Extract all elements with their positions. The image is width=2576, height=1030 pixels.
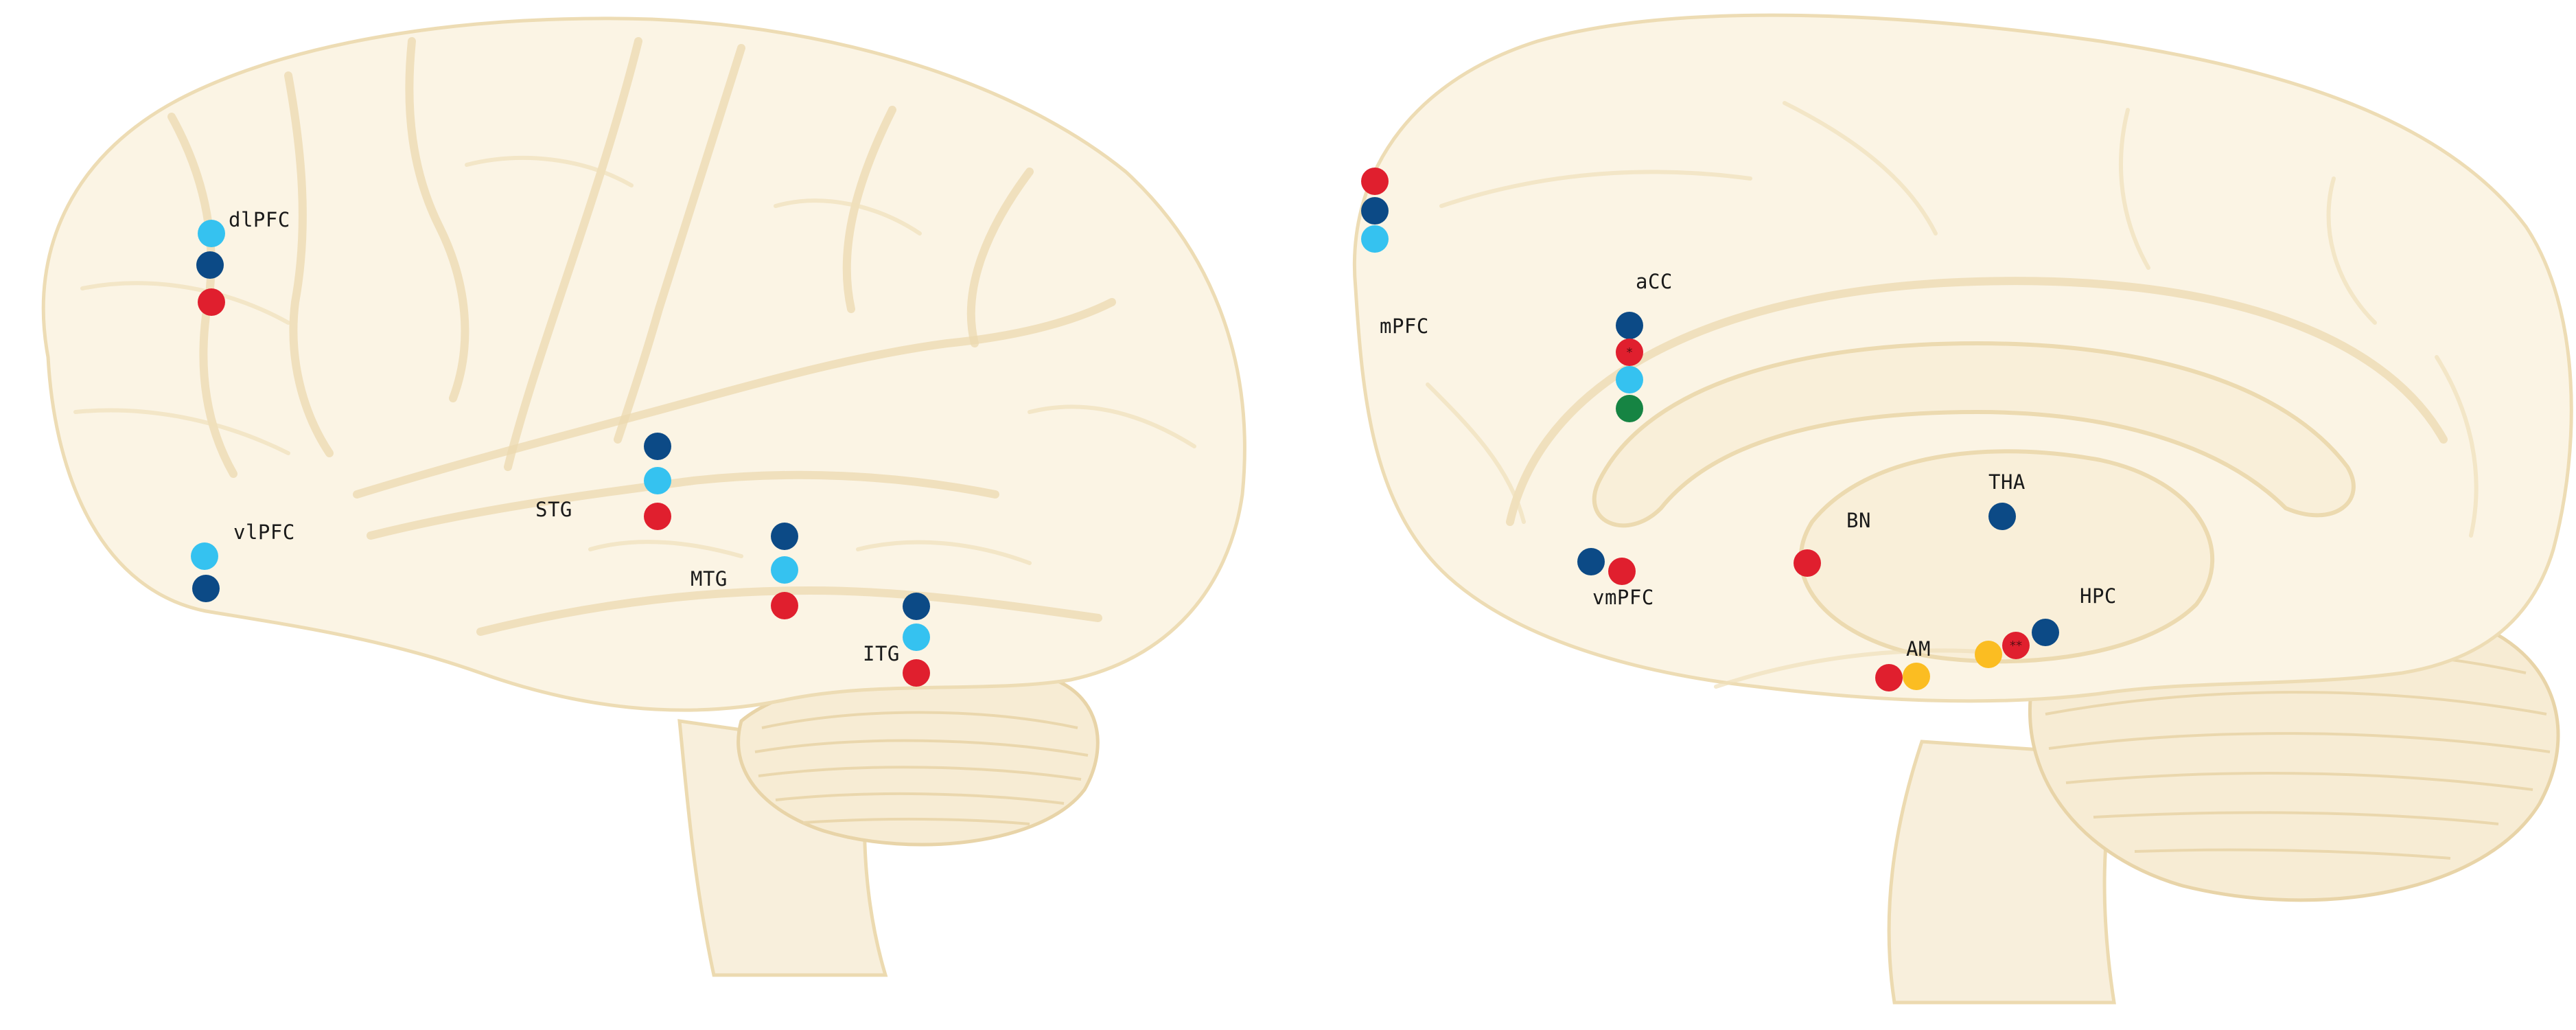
dot-bn-red [1794,549,1821,577]
region-label-mpfc: mPFC [1380,314,1429,338]
region-am: AM [1875,637,1931,691]
dot-hpc-yellow [1975,641,2002,668]
region-label-vmpfc: vmPFC [1592,586,1654,609]
dot-acc-green [1616,395,1643,422]
corpus-callosum [1592,341,2356,528]
dot-dlpfc-light-blue [198,220,225,247]
region-stg: STG [535,433,671,530]
dot-vmpfc-dark-blue [1577,548,1605,575]
region-hpc: HPC ** [1975,584,2117,668]
medial-gyri [1426,101,2479,538]
region-label-hpc: HPC [2080,584,2117,608]
lateral-brain-view [41,16,1246,977]
region-label-acc: aCC [1636,270,1673,293]
significance-marker: * [1627,345,1633,360]
lateral-cerebellum-folia [754,711,1089,825]
dot-dlpfc-dark-blue [196,251,224,279]
dot-stg-dark-blue [644,433,671,460]
dot-stg-light-blue [644,467,671,494]
region-label-dlpfc: dlPFC [229,208,290,231]
dot-itg-red [903,659,930,687]
region-label-mtg: MTG [691,567,728,591]
region-bn: BN [1794,509,1871,577]
medial-brain-view [1352,13,2573,1005]
region-vlpfc: vlPFC [191,520,295,602]
region-label-itg: ITG [863,642,900,665]
region-vmpfc: vmPFC [1577,548,1654,609]
region-tha: THA [1988,470,2026,530]
region-acc: aCC * [1616,270,1673,422]
region-label-stg: STG [535,498,572,521]
dot-tha-dark-blue [1988,503,2016,530]
dot-hpc-dark-blue [2032,619,2059,646]
dot-mtg-dark-blue [771,523,798,550]
dot-mpfc-light-blue [1361,225,1389,253]
dot-acc-dark-blue [1616,312,1643,339]
region-label-bn: BN [1846,509,1871,532]
region-label-am: AM [1906,637,1931,661]
region-label-vlpfc: vlPFC [233,520,295,544]
dot-vlpfc-light-blue [191,542,218,570]
temporal-sulcus [1714,648,1993,689]
region-mtg: MTG [691,523,798,619]
dot-mpfc-dark-blue [1361,197,1389,225]
region-markers: dlPFC vlPFC STG MTG ITG mPFC aCC * vmPFC BN THA AM H… [191,168,2117,691]
dot-itg-light-blue [903,623,930,651]
thalamus-region [1798,449,2215,664]
region-dlpfc: dlPFC [196,208,290,316]
dot-itg-dark-blue [903,593,930,620]
dot-am-yellow [1903,663,1930,690]
dot-hpc-red [2002,632,2030,659]
dot-mtg-red [771,592,798,619]
dot-stg-red [644,503,671,530]
significance-marker: ** [2010,639,2022,653]
dot-vlpfc-dark-blue [192,575,220,602]
dot-mpfc-red [1361,168,1389,195]
dot-acc-light-blue [1616,366,1643,393]
dot-am-red [1875,664,1903,691]
dot-dlpfc-red [198,288,225,316]
dot-acc-red [1616,339,1643,366]
region-mpfc: mPFC [1361,168,1429,338]
dot-mtg-light-blue [771,556,798,584]
cingulate-sulcus [1506,277,2448,526]
lateral-gyri [73,37,1196,636]
region-itg: ITG [863,593,930,687]
dot-vmpfc-red [1608,558,1636,585]
medial-cerebellum-folia [2045,649,2551,860]
region-label-tha: THA [1988,470,2026,494]
